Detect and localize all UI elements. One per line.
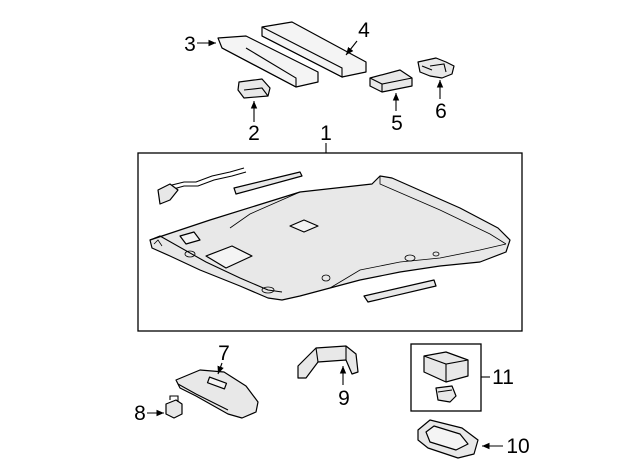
part-10-lens	[417, 419, 479, 459]
part-6-bracket	[417, 57, 455, 79]
callout-2: 2	[248, 122, 260, 145]
callout-1: 1	[320, 122, 332, 145]
part-1-wire	[157, 167, 247, 205]
part-9-handle	[297, 345, 359, 379]
part-11-bulb	[435, 385, 457, 403]
callout-7: 7	[218, 342, 230, 365]
callout-3: 3	[184, 33, 196, 56]
callout-8: 8	[134, 402, 146, 425]
part-3-pad	[217, 35, 319, 88]
part-8-clip	[165, 395, 183, 419]
part-5-pad	[369, 69, 413, 93]
callout-6: 6	[435, 100, 447, 123]
part-7-sun-visor	[175, 369, 259, 419]
callout-11: 11	[492, 366, 514, 389]
part-4-pad	[261, 21, 367, 78]
part-11-lamp-unit	[423, 351, 469, 383]
headliner-frame	[137, 152, 523, 332]
callout-9: 9	[338, 387, 350, 410]
callout-5: 5	[391, 112, 403, 135]
callout-10: 10	[506, 435, 529, 458]
part-1-trim-top	[233, 171, 303, 195]
part-2-block	[237, 78, 271, 99]
leader-lines	[147, 39, 503, 450]
part-1-trim-bottom	[363, 279, 437, 303]
part-1-headliner	[149, 175, 511, 301]
callout-4: 4	[358, 19, 370, 42]
